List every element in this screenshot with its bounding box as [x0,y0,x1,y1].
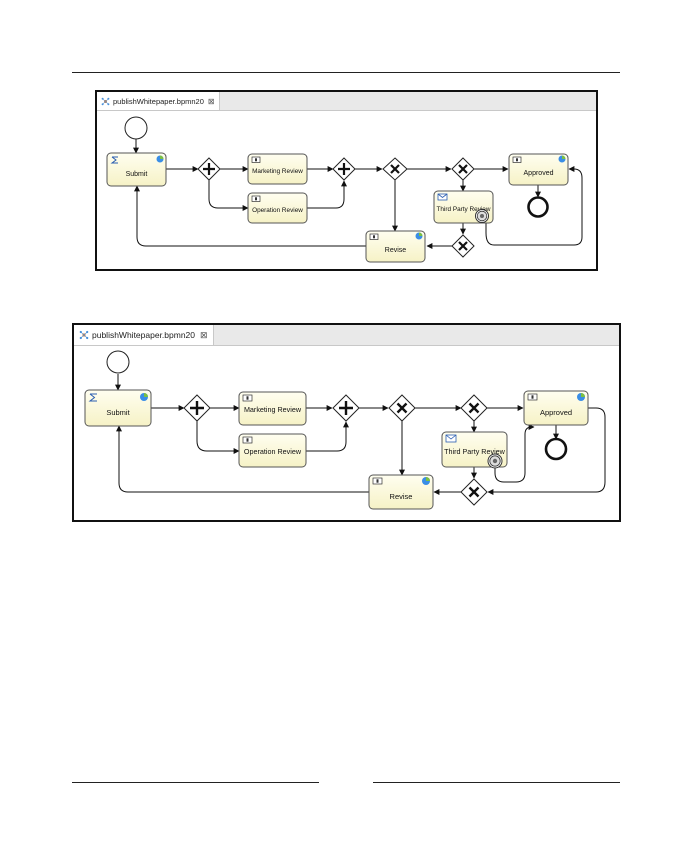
start-event[interactable] [106,350,130,374]
task-operation-review[interactable]: Operation Review [247,192,308,224]
task-third-party-review[interactable]: Third Party Review [441,431,508,469]
top-rule [72,72,620,73]
editor-tab[interactable]: publishWhitepaper.bpmn20 ⊠ [97,92,220,110]
task-label: Third Party Review [437,206,491,213]
editor-tab-label: publishWhitepaper.bpmn20 [113,96,204,106]
task-revise[interactable]: Revise [365,230,426,263]
sequence-flows [115,374,606,495]
task-label: Revise [385,247,407,254]
parallel-gateway-join[interactable] [332,394,360,422]
task-label: Marketing Review [244,405,302,414]
timer-boundary-icon [487,453,503,469]
task-label: Operation Review [252,207,303,214]
parallel-gateway-split[interactable] [197,157,221,181]
diagram-canvas-2: Submit Marketing Review Operation Review… [84,350,606,510]
task-label: Third Party Review [444,447,506,456]
task-label: Revise [390,492,413,501]
sequence-flows [133,139,583,249]
footer-rule-left [72,782,319,783]
task-label: Operation Review [244,447,302,456]
exclusive-gateway-3[interactable] [460,478,488,506]
task-revise[interactable]: Revise [368,474,434,510]
task-label: Approved [524,170,554,177]
task-third-party-review[interactable]: Third Party Review [433,190,494,224]
parallel-gateway-join[interactable] [332,157,356,181]
task-label: Approved [540,408,572,417]
task-label: Submit [106,408,130,417]
diagram-canvas-1: Submit Marketing Review Operation Review… [106,116,583,263]
task-marketing-review[interactable]: Marketing Review [247,153,308,185]
exclusive-gateway-2[interactable] [451,157,475,181]
end-event[interactable] [544,437,568,461]
bpmn-file-icon [79,330,89,340]
close-icon[interactable]: ⊠ [207,96,215,106]
end-event[interactable] [527,196,549,218]
parallel-gateway-split[interactable] [183,394,211,422]
timer-boundary-icon [475,209,489,223]
editor-tab-label: publishWhitepaper.bpmn20 [92,330,196,340]
start-event[interactable] [124,116,148,140]
task-label: Submit [126,171,148,178]
editor-tab-bar: publishWhitepaper.bpmn20 ⊠ [74,325,619,346]
editor-panel-2: publishWhitepaper.bpmn20 ⊠ [72,323,621,522]
editor-panel-1: publishWhitepaper.bpmn20 ⊠ [95,90,598,271]
close-icon[interactable]: ⊠ [200,329,208,340]
footer-rule-right [373,782,620,783]
exclusive-gateway-2[interactable] [460,394,488,422]
task-marketing-review[interactable]: Marketing Review [238,391,307,426]
task-approved[interactable]: Approved [508,153,569,186]
task-submit[interactable]: Submit [106,152,167,187]
task-approved[interactable]: Approved [523,390,589,426]
editor-tab[interactable]: publishWhitepaper.bpmn20 ⊠ [74,325,214,345]
exclusive-gateway-1[interactable] [388,394,416,422]
exclusive-gateway-1[interactable] [382,157,408,181]
bpmn-file-icon [101,97,110,106]
task-operation-review[interactable]: Operation Review [238,433,307,468]
task-label: Marketing Review [252,168,303,175]
task-submit[interactable]: Submit [84,389,152,427]
exclusive-gateway-3[interactable] [451,234,475,258]
editor-tab-bar: publishWhitepaper.bpmn20 ⊠ [97,92,596,111]
